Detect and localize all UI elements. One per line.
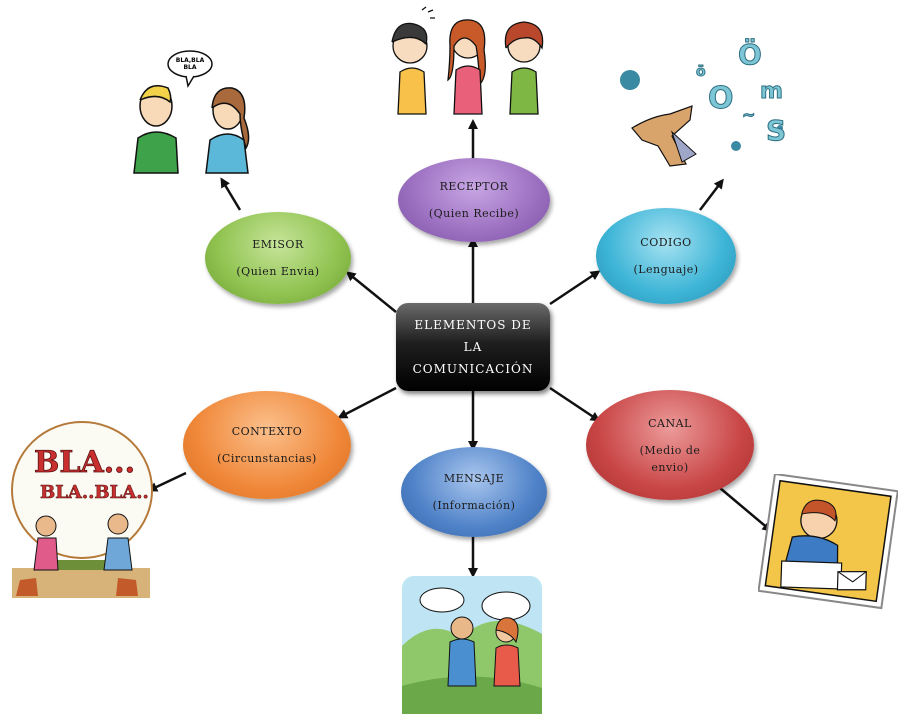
svg-text:Ö: Ö [738, 37, 762, 71]
node-canal-title: CANAL [648, 416, 692, 430]
mensaje-illustration [402, 576, 542, 714]
node-codigo-subtitle: (Lenguaje) [633, 263, 699, 276]
node-emisor: EMISOR (Quien Envia) [205, 212, 351, 304]
node-codigo-title: CODIGO [640, 236, 692, 249]
contexto-text-1: BLA... [34, 445, 135, 480]
canal-illustration [758, 474, 898, 610]
node-canal: CANAL (Medio de envio) [586, 390, 754, 500]
arrow-to-canal [549, 386, 601, 422]
speech-bubble-text: BLA,BLA [176, 57, 205, 64]
central-node: ELEMENTOS DE LA COMUNICACIÓN [396, 303, 550, 391]
node-mensaje-subtitle: (Información) [432, 499, 516, 512]
node-receptor-subtitle: (Quien Recibe) [428, 207, 520, 220]
receptor-illustration [391, 6, 544, 115]
arrow-to-codigo [549, 270, 601, 306]
arrow-to-emisor [345, 271, 397, 313]
node-mensaje-title: MENSAJE [443, 472, 505, 485]
node-contexto-subtitle: (Circunstancias) [217, 452, 317, 465]
node-contexto: CONTEXTO (Circunstancias) [183, 391, 351, 499]
arrow-codigo-to-image [699, 178, 724, 211]
svg-text:m: m [760, 79, 783, 104]
svg-text:BLA: BLA [183, 64, 196, 71]
emisor-illustration: BLA,BLA BLA [133, 50, 250, 174]
node-mensaje: MENSAJE (Información) [401, 447, 547, 537]
node-emisor-title: EMISOR [252, 238, 304, 251]
node-canal-subtitle-2: envio) [651, 460, 689, 474]
node-codigo: CODIGO (Lenguaje) [596, 208, 736, 304]
arrow-canal-to-image [719, 487, 773, 532]
codigo-illustration: Ö O m S ō ~ [620, 37, 787, 167]
arrow-emisor-to-image [220, 177, 242, 211]
svg-text:~: ~ [742, 105, 755, 124]
node-receptor-title: RECEPTOR [439, 180, 509, 193]
node-emisor-subtitle: (Quien Envia) [236, 265, 320, 278]
contexto-illustration: BLA... BLA..BLA.. [11, 421, 153, 598]
svg-text:ō: ō [696, 64, 706, 80]
central-title-line-2: LA [463, 340, 483, 354]
svg-text:O: O [708, 81, 734, 116]
arrow-to-contexto [337, 386, 397, 419]
svg-text:S: S [766, 114, 786, 147]
arrow-contexto-to-image [147, 471, 187, 492]
node-contexto-title: CONTEXTO [231, 425, 303, 438]
central-title-line-1: ELEMENTOS DE [414, 318, 532, 332]
node-receptor: RECEPTOR (Quien Recibe) [398, 158, 550, 242]
central-title-line-3: COMUNICACIÓN [412, 362, 534, 376]
node-canal-subtitle-1: (Medio de [639, 443, 701, 457]
contexto-text-2: BLA..BLA.. [40, 482, 149, 503]
